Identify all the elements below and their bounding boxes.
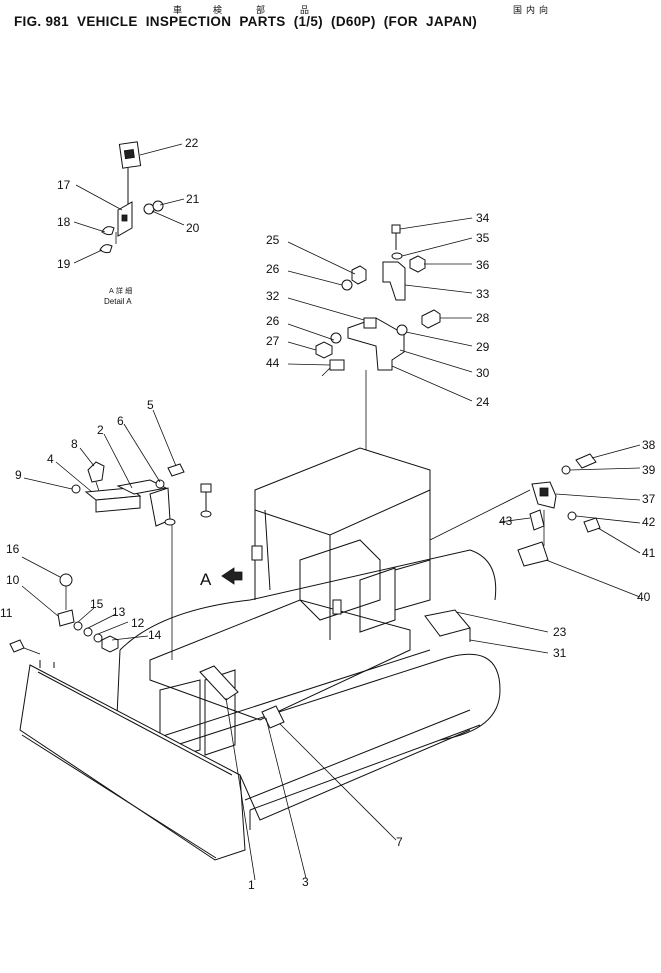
callout-27: 27 [266, 334, 280, 348]
callout-8: 8 [71, 437, 78, 451]
callout-19: 19 [57, 257, 71, 271]
callout-24: 24 [476, 395, 490, 409]
callout-25: 25 [266, 233, 280, 247]
callout-37: 37 [642, 492, 656, 506]
callout-numbers: 22 17 21 18 20 19 34 35 36 33 28 29 30 2… [0, 136, 656, 892]
callout-36: 36 [476, 258, 490, 272]
callout-3: 3 [302, 875, 309, 889]
callout-41: 41 [642, 546, 656, 560]
detail-a-jp-label: A 詳 細 [109, 286, 132, 295]
callout-4: 4 [47, 452, 54, 466]
callout-35: 35 [476, 231, 490, 245]
leader-lines [21, 143, 641, 881]
callout-26: 26 [266, 314, 280, 328]
callout-40: 40 [637, 590, 651, 604]
callout-17: 17 [57, 178, 71, 192]
detail-a-assembly [99, 141, 164, 254]
callout-43: 43 [499, 514, 513, 528]
callout-29: 29 [476, 340, 490, 354]
callout-21: 21 [186, 192, 200, 206]
left-lower-parts [9, 573, 119, 655]
callout-31: 31 [553, 646, 567, 660]
callout-34: 34 [476, 211, 490, 225]
callout-22: 22 [185, 136, 199, 150]
callout-11: 11 [0, 606, 13, 620]
view-marker-a: A [200, 570, 212, 589]
callout-39: 39 [642, 463, 656, 477]
callout-28: 28 [476, 311, 490, 325]
title-japanese: 車 検 部 品 国 内 向 [0, 3, 661, 16]
title-jp-char: 部 [256, 6, 267, 16]
title-jp-char: 向 [539, 6, 550, 16]
callout-33: 33 [476, 287, 490, 301]
callout-26: 26 [266, 262, 280, 276]
figure-title: FIG. 981 VEHICLE INSPECTION PARTS (1/5) … [14, 14, 478, 29]
title-jp-char: 車 [173, 6, 184, 16]
title-jp-char: 品 [300, 6, 311, 16]
callout-13: 13 [112, 605, 126, 619]
callout-1: 1 [248, 878, 255, 892]
callout-30: 30 [476, 366, 490, 380]
callout-15: 15 [90, 597, 104, 611]
detail-a-label: Detail A [104, 297, 132, 306]
callout-10: 10 [6, 573, 20, 587]
right-lamp-assembly [429, 453, 601, 567]
callout-18: 18 [57, 215, 71, 229]
callout-2: 2 [97, 423, 104, 437]
callout-23: 23 [553, 625, 567, 639]
callout-12: 12 [131, 616, 145, 630]
title-jp-char: 内 [526, 6, 537, 16]
callout-14: 14 [148, 628, 162, 642]
upper-bracket-assembly [315, 224, 441, 450]
callout-32: 32 [266, 289, 280, 303]
title-jp-char: 検 [213, 6, 224, 16]
callout-6: 6 [117, 414, 124, 428]
title-jp-char: 国 [513, 6, 524, 16]
callout-9: 9 [15, 468, 22, 482]
callout-7: 7 [396, 835, 403, 849]
callout-42: 42 [642, 515, 656, 529]
callout-5: 5 [147, 398, 154, 412]
callout-44: 44 [266, 356, 280, 370]
callout-38: 38 [642, 438, 656, 452]
bulldozer [19, 447, 501, 861]
callout-16: 16 [6, 542, 20, 556]
callout-20: 20 [186, 221, 200, 235]
left-bracket-assembly [71, 461, 212, 660]
